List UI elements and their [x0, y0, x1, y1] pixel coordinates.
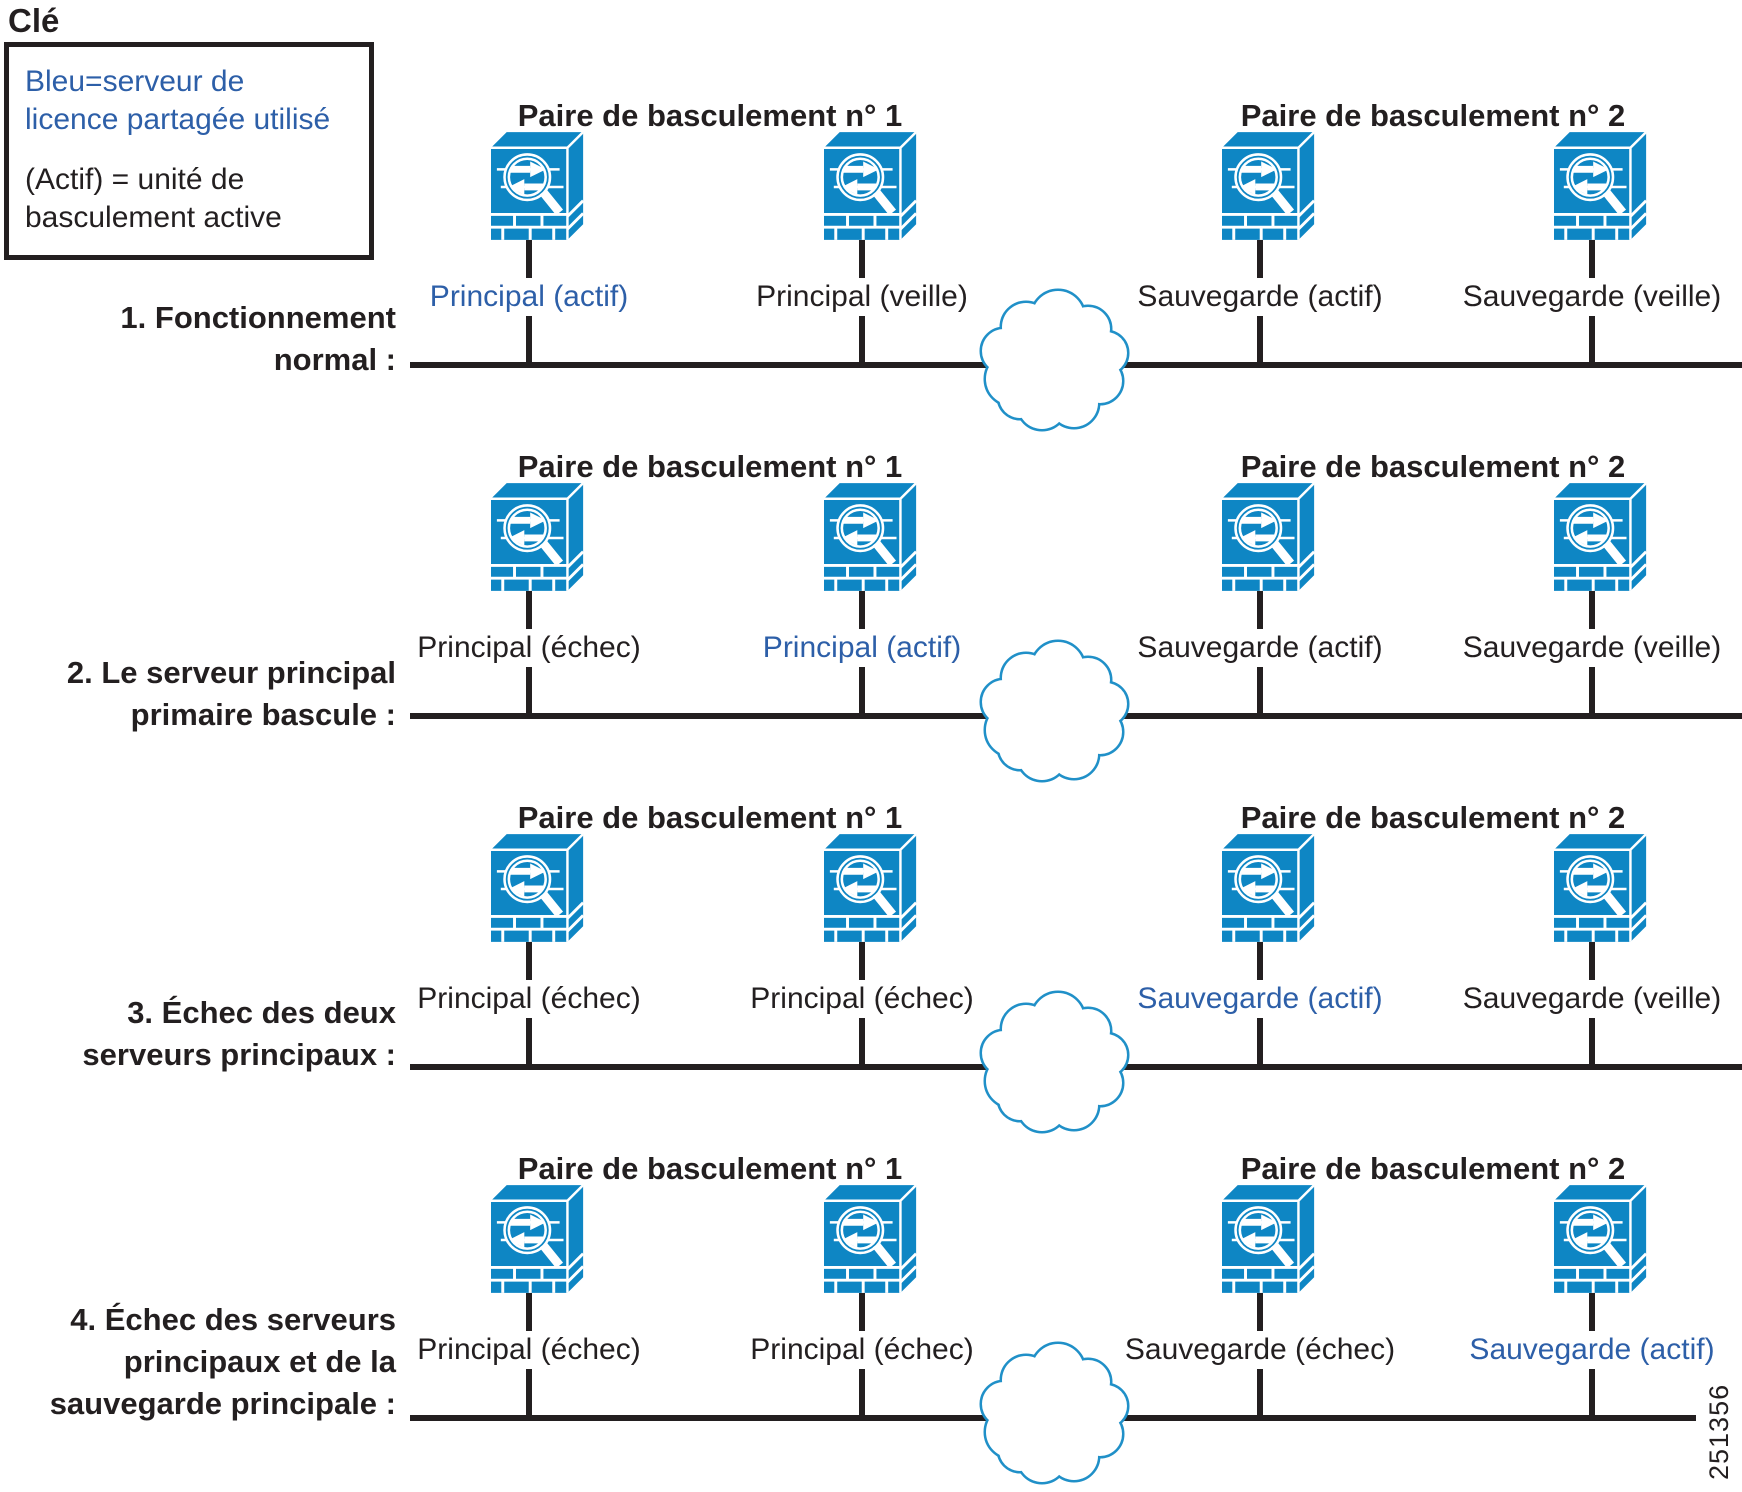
device-state-label: Sauvegarde (veille)	[1455, 980, 1729, 1018]
asa-firewall-icon	[824, 834, 922, 942]
key-box: Bleu=serveur de licence partagée utilisé…	[4, 42, 374, 260]
asa-firewall-icon	[491, 483, 589, 591]
asa-firewall-icon	[824, 483, 922, 591]
device-state-label: Principal (actif)	[755, 629, 969, 667]
device-state-label: Sauvegarde (actif)	[1462, 1331, 1722, 1369]
pair1-header: Paire de basculement n° 1	[517, 800, 903, 835]
key-black-note-line1: (Actif) = unité de	[25, 163, 245, 196]
network-cloud-icon	[979, 990, 1130, 1134]
key-blue-note-line2: licence partagée utilisé	[25, 103, 331, 136]
key-blue-note-line1: Bleu=serveur de	[25, 65, 245, 98]
pair2-header: Paire de basculement n° 2	[1240, 98, 1626, 133]
scenario-row-1: Paire de basculement n° 1 Paire de bascu…	[0, 98, 1742, 452]
asa-firewall-icon	[1222, 132, 1320, 240]
asa-firewall-icon	[1554, 132, 1652, 240]
asa-firewall-icon	[1222, 834, 1320, 942]
device-state-label: Principal (échec)	[410, 1331, 648, 1369]
asa-firewall-icon	[491, 1185, 589, 1293]
scenario-2-label: 2. Le serveur principal primaire bascule…	[66, 655, 396, 732]
scenario-row-2: Paire de basculement n° 1 Paire de bascu…	[0, 449, 1742, 803]
asa-firewall-icon	[1222, 1185, 1320, 1293]
key-title: Clé	[8, 2, 60, 39]
device-state-label: Sauvegarde (actif)	[1130, 980, 1390, 1018]
asa-firewall-icon	[824, 1185, 922, 1293]
scenario-3-label: 3. Échec des deux serveurs principaux :	[82, 995, 396, 1072]
scenario-1-label: 1. Fonctionnement normal :	[120, 300, 396, 377]
device-state-label: Principal (échec)	[410, 629, 648, 667]
scenario-4-label: 4. Échec des serveurs principaux et de l…	[49, 1302, 396, 1421]
device-state-label: Principal (échec)	[743, 980, 981, 1018]
pair1-header: Paire de basculement n° 1	[517, 449, 903, 484]
device-state-label: Sauvegarde (actif)	[1130, 278, 1390, 316]
asa-firewall-icon	[491, 834, 589, 942]
pair2-header: Paire de basculement n° 2	[1240, 800, 1626, 835]
key-black-note-line2: basculement active	[25, 201, 282, 234]
device-state-label: Sauvegarde (échec)	[1117, 1331, 1403, 1369]
network-cloud-icon	[979, 288, 1130, 432]
asa-firewall-icon	[1554, 483, 1652, 591]
pair2-header: Paire de basculement n° 2	[1240, 1151, 1626, 1186]
device-state-label: Sauvegarde (actif)	[1130, 629, 1390, 667]
device-state-label: Principal (actif)	[422, 278, 636, 316]
device-state-label: Sauvegarde (veille)	[1455, 629, 1729, 667]
device-state-label: Principal (échec)	[743, 1331, 981, 1369]
asa-firewall-icon	[1554, 1185, 1652, 1293]
asa-firewall-icon	[1222, 483, 1320, 591]
asa-firewall-icon	[491, 132, 589, 240]
network-cloud-icon	[979, 1341, 1130, 1485]
pair1-header: Paire de basculement n° 1	[517, 98, 903, 133]
figure-number: 251356	[1704, 1383, 1734, 1480]
device-state-label: Principal (veille)	[749, 278, 975, 316]
device-state-label: Principal (échec)	[410, 980, 648, 1018]
asa-firewall-icon	[824, 132, 922, 240]
scenario-row-4: Paire de basculement n° 1 Paire de bascu…	[0, 1151, 1742, 1492]
asa-firewall-icon	[1554, 834, 1652, 942]
device-state-label: Sauvegarde (veille)	[1455, 278, 1729, 316]
network-cloud-icon	[979, 639, 1130, 783]
pair1-header: Paire de basculement n° 1	[517, 1151, 903, 1186]
scenario-row-3: Paire de basculement n° 1 Paire de bascu…	[0, 800, 1742, 1154]
pair2-header: Paire de basculement n° 2	[1240, 449, 1626, 484]
